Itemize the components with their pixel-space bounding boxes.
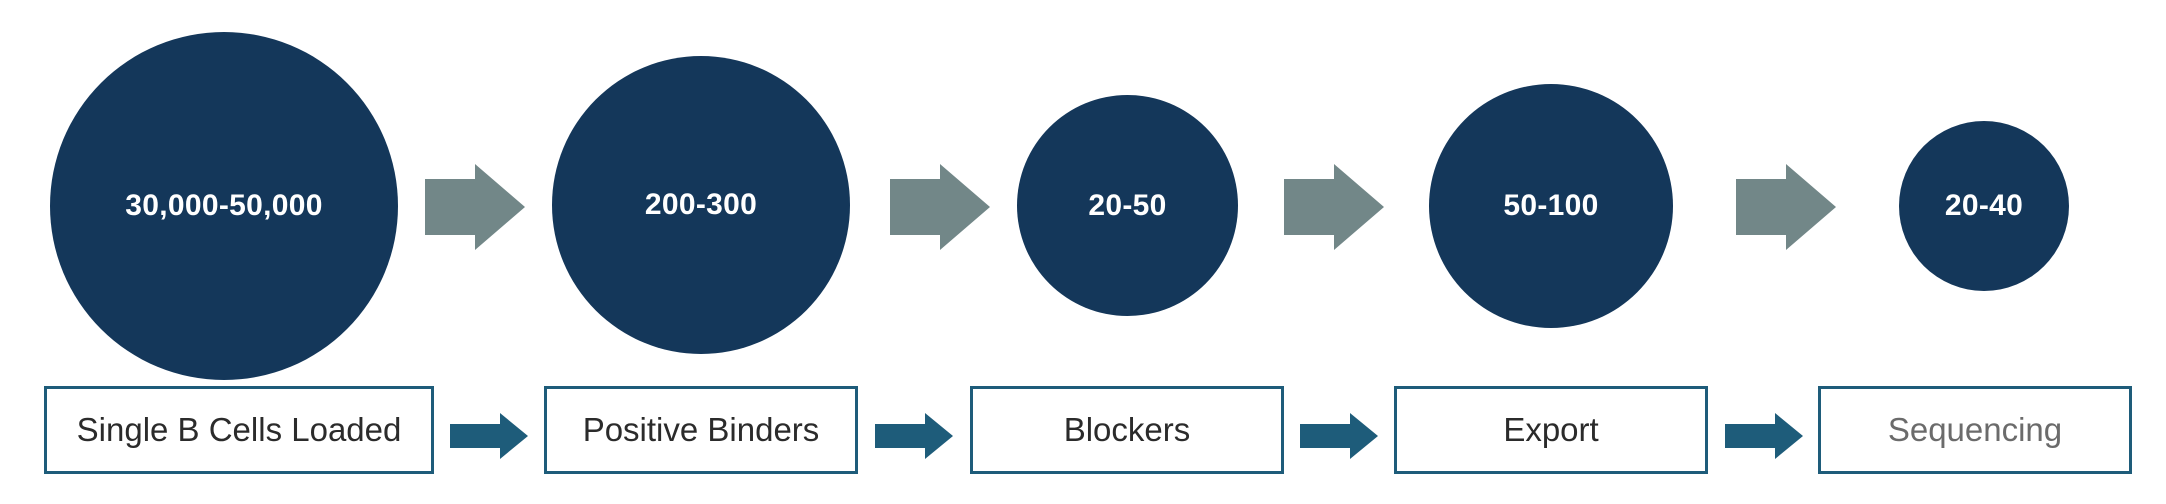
right-arrow-icon xyxy=(450,413,528,459)
right-arrow-icon xyxy=(1736,164,1836,250)
stage-label-5: Sequencing xyxy=(1887,411,2063,448)
stage-label-4: Export xyxy=(1503,411,1599,448)
right-arrow-icon xyxy=(1284,164,1384,250)
count-circle-1: 30,000-50,000 xyxy=(50,32,398,380)
right-arrow-icon xyxy=(425,164,525,250)
count-circle-4: 50-100 xyxy=(1429,84,1673,328)
right-arrow-icon xyxy=(890,164,990,250)
right-arrow-icon xyxy=(1725,413,1803,459)
right-arrow-icon xyxy=(1300,413,1378,459)
stage-label-1: Single B Cells Loaded xyxy=(76,411,402,448)
stage-box-positive-binders: Positive Binders xyxy=(544,386,858,474)
count-label-2: 200-300 xyxy=(644,188,758,221)
count-circle-3: 20-50 xyxy=(1017,95,1238,316)
stage-label-3: Blockers xyxy=(1063,411,1191,448)
stage-label-2: Positive Binders xyxy=(582,411,820,448)
count-label-5: 20-40 xyxy=(1944,189,2024,222)
count-label-1: 30,000-50,000 xyxy=(125,189,323,222)
stage-box-export: Export xyxy=(1394,386,1708,474)
right-arrow-icon xyxy=(875,413,953,459)
count-circle-5: 20-40 xyxy=(1899,121,2069,291)
stage-box-blockers: Blockers xyxy=(970,386,1284,474)
count-circle-2: 200-300 xyxy=(552,56,850,354)
stage-box-sequencing: Sequencing xyxy=(1818,386,2132,474)
stage-box-single-b-cells: Single B Cells Loaded xyxy=(44,386,434,474)
count-label-4: 50-100 xyxy=(1503,189,1599,222)
count-label-3: 20-50 xyxy=(1088,188,1167,222)
